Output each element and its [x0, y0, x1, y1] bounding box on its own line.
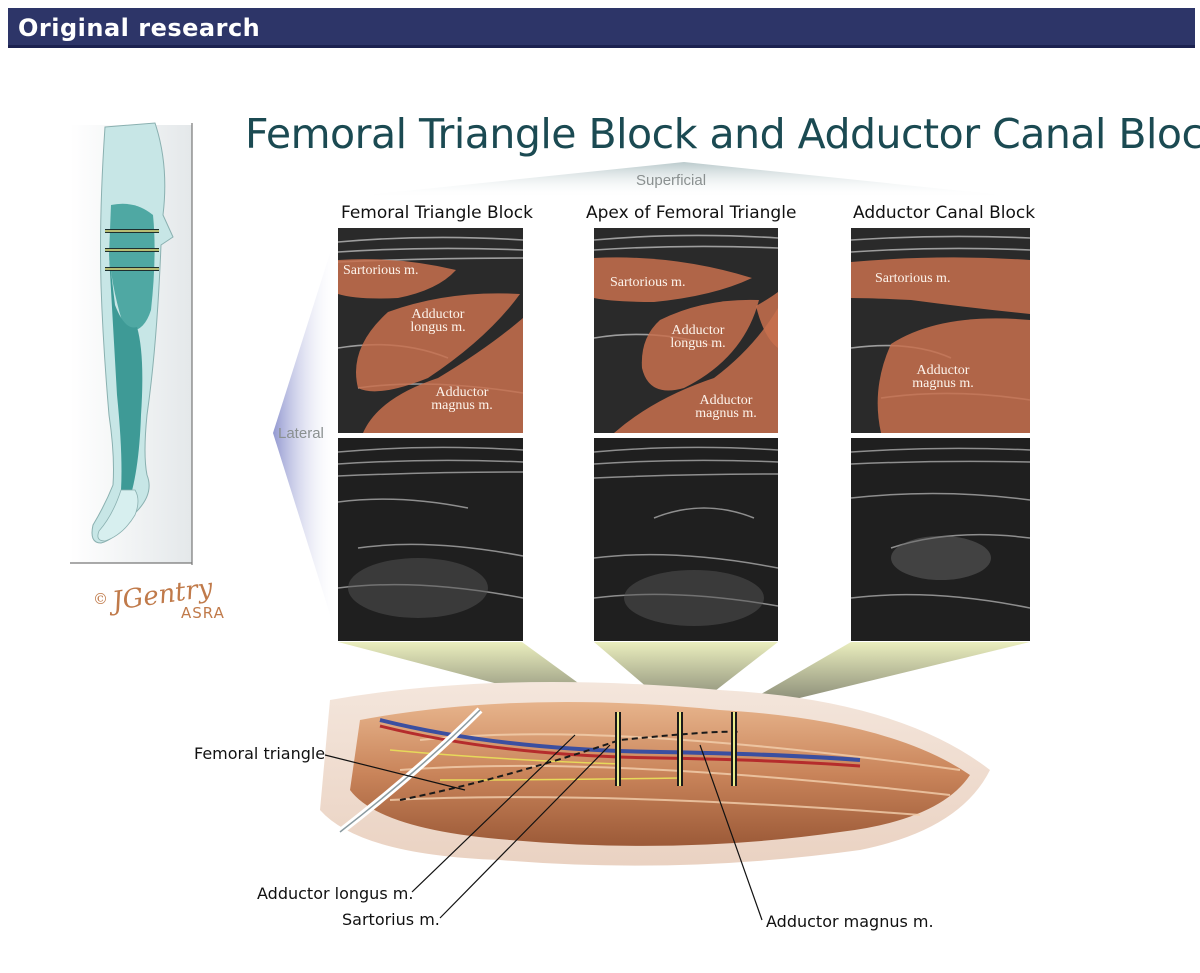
- copyright-symbol: ©: [93, 590, 108, 608]
- lateral-label: Lateral: [278, 425, 324, 442]
- leg-inset-illustration: [70, 122, 193, 565]
- panel-title-adductor-canal: Adductor Canal Block: [853, 203, 1036, 223]
- label-sartorius-3: Sartorious m.: [875, 271, 951, 286]
- ultrasound-raw-apex: [594, 438, 778, 641]
- ultrasound-annotated-apex: Sartorious m. Adductor longus m. Adducto…: [594, 228, 778, 433]
- label-adductor-magnus-3: Adductor magnus m.: [912, 363, 974, 391]
- section-label: Original research: [18, 14, 261, 42]
- callout-femoral-triangle: Femoral triangle: [194, 744, 326, 763]
- thigh-anatomy-illustration: [320, 682, 990, 866]
- ultrasound-annotated-adductor-canal: Sartorious m. Adductor magnus m.: [851, 228, 1030, 433]
- figure-title: Femoral Triangle Block and Adductor Cana…: [245, 110, 1200, 158]
- ultrasound-annotated-femoral-triangle: Sartorious m. Adductor longus m. Adducto…: [338, 228, 523, 433]
- label-adductor-magnus-2: Adductor magnus m.: [695, 393, 757, 421]
- ultrasound-raw-adductor-canal: [851, 438, 1030, 641]
- label-adductor-magnus-1: Adductor magnus m.: [431, 385, 493, 413]
- section-banner: Original research: [8, 8, 1195, 48]
- ultrasound-raw-femoral-triangle: [338, 438, 523, 641]
- callout-adductor-magnus: Adductor magnus m.: [766, 912, 934, 931]
- label-sartorius-2: Sartorious m.: [610, 275, 686, 290]
- label-sartorius-1: Sartorious m.: [343, 263, 419, 278]
- panel-title-femoral-triangle: Femoral Triangle Block: [341, 203, 533, 223]
- callout-adductor-longus: Adductor longus m.: [257, 884, 414, 903]
- label-adductor-longus-1: Adductor longus m.: [410, 307, 466, 335]
- panel-title-apex: Apex of Femoral Triangle: [586, 203, 797, 223]
- organization-label: ASRA: [181, 604, 225, 622]
- label-adductor-longus-2: Adductor longus m.: [670, 323, 726, 351]
- callout-sartorius: Sartorius m.: [342, 910, 440, 929]
- superficial-label: Superficial: [636, 172, 707, 189]
